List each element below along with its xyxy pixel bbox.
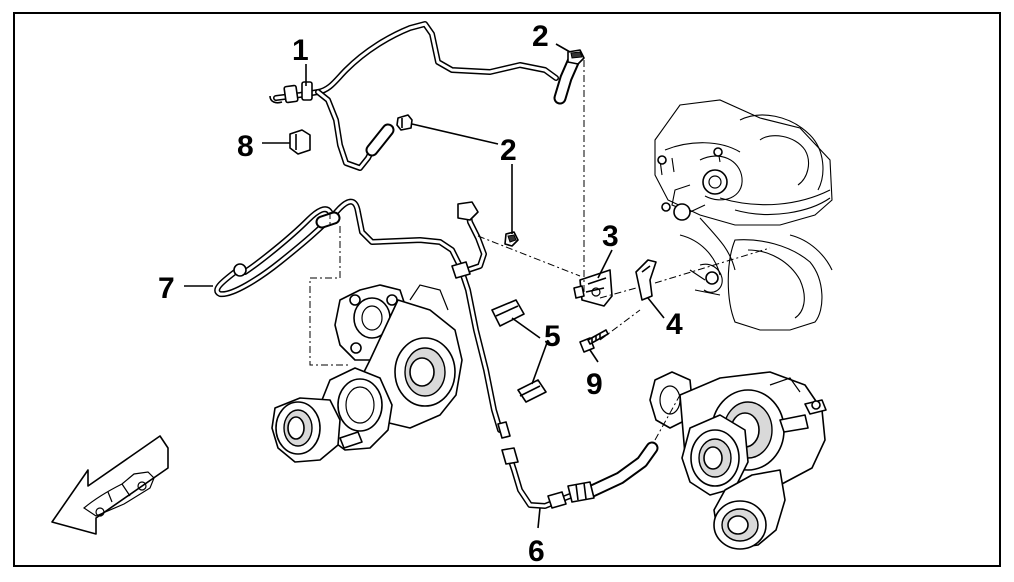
callout-7: 7 (158, 272, 175, 305)
diagram-frame (13, 12, 1001, 567)
callout-1: 1 (292, 34, 309, 67)
reference-lines (309, 60, 681, 441)
seal-part-8 (289, 129, 311, 155)
clamp-parts-5 (491, 299, 547, 403)
callout-2-middle: 2 (500, 134, 517, 167)
engine-block-illustration (654, 99, 833, 331)
callout-9: 9 (586, 368, 603, 401)
oil-return-line-6 (501, 441, 659, 509)
seal-part-2-lower (504, 231, 519, 247)
callout-8: 8 (237, 130, 254, 163)
callout-6: 6 (528, 535, 545, 568)
callout-2-upper: 2 (532, 20, 549, 53)
oil-feed-pipe (269, 21, 559, 171)
leader-lines (184, 43, 665, 529)
bolt-9 (579, 329, 609, 353)
turbocharger-right (649, 371, 827, 550)
oil-return-pipe-7 (214, 198, 511, 439)
bracket-4 (635, 259, 657, 301)
turbocharger-left (271, 284, 463, 463)
callout-5: 5 (544, 320, 561, 353)
callout-4: 4 (666, 308, 683, 341)
callout-3: 3 (602, 220, 619, 253)
vehicle-direction-arrow-icon (51, 435, 169, 535)
banjo-fitting-upper (553, 49, 585, 105)
seal-part-2-upper (396, 114, 413, 131)
